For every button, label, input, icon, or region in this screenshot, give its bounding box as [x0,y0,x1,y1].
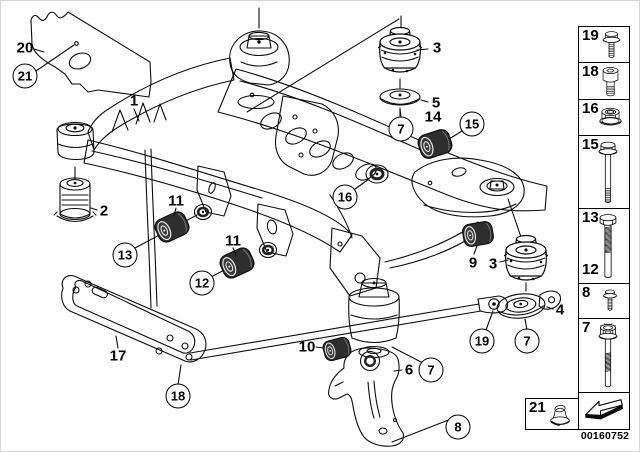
left-mount-housing [56,121,95,161]
fully-threaded-bolt-icon [599,214,617,279]
hex-flange-bolt-icon [602,31,621,59]
installed-bushing-ring [193,203,213,221]
part-box-19[interactable]: 19 [578,26,630,63]
callout-3[interactable]: 3 [488,255,498,273]
part-box-21[interactable]: 21 [525,398,580,430]
axle-carrier-frame [56,30,548,309]
part-box-18[interactable]: 18 [578,62,630,100]
mount-bore [479,177,515,197]
bushing-bracket [196,165,232,217]
circled-callout-8[interactable]: 8 [445,414,471,440]
circled-callout-15[interactable]: 15 [459,111,485,137]
callout-10[interactable]: 10 [298,338,316,356]
part-box-15[interactable]: 15 [578,135,630,209]
part-box-16[interactable]: 16 [578,99,630,136]
callout-4[interactable]: 4 [555,301,565,319]
leader-lines [33,44,554,443]
part-number: 13 [582,209,599,226]
part-number: 19 [582,27,599,44]
installed-bushing-ring [258,241,278,259]
socket-head-screw-icon [602,67,619,97]
callout-6[interactable]: 6 [404,361,414,379]
bracket-6 [328,347,404,447]
rubber-mount-2 [53,177,97,223]
part-number: 15 [582,136,599,153]
callout-14[interactable]: 14 [424,108,442,126]
callout-17[interactable]: 17 [109,347,127,365]
diagram-number: 00160752 [580,430,630,442]
circled-callout-16[interactable]: 16 [332,184,358,210]
part-number: 16 [582,100,599,117]
plastic-cap-icon [549,405,570,426]
flange-nut-icon [599,107,622,126]
direction-arrow-box [578,392,630,430]
washer-5 [379,88,421,106]
callout-11[interactable]: 11 [225,232,241,250]
vibration-damper [329,194,400,359]
circled-callout-13[interactable]: 13 [112,242,138,268]
circled-callout-19[interactable]: 19 [469,328,495,354]
part-number: 18 [582,63,599,80]
callout-9[interactable]: 9 [468,254,478,272]
stiffening-plate-17 [61,275,207,363]
circled-callout-7[interactable]: 7 [388,116,414,142]
part-number: 21 [529,399,546,416]
callout-1[interactable]: 1 [129,92,139,110]
direction-arrow-icon [585,399,623,420]
part-number: 8 [582,284,591,301]
callout-2[interactable]: 2 [99,202,109,220]
callout-3[interactable]: 3 [432,39,442,57]
circled-callout-21[interactable]: 21 [12,63,38,89]
bracket-plate-4 [496,290,562,319]
heat-shield-plate [30,11,152,98]
circled-callout-7[interactable]: 7 [418,357,444,383]
callout-20[interactable]: 20 [16,39,34,57]
circled-callout-7[interactable]: 7 [514,328,540,354]
twelve-point-bolt-icon [598,323,618,388]
part-box-7[interactable]: 7 [578,318,630,393]
callout-5[interactable]: 5 [431,94,441,112]
part-box-13-12[interactable]: 13 12 [578,208,630,284]
small-flange-bolt-icon [603,289,617,311]
bushing-bracket [256,203,294,257]
circled-callout-18[interactable]: 18 [165,383,191,409]
callout-11[interactable]: 11 [168,192,184,210]
part-box-8[interactable]: 8 [578,283,630,319]
diff-bushing-16 [365,164,389,184]
installed-rubber-mount [229,30,290,86]
push-rod [189,295,509,361]
part-number: 7 [582,319,591,336]
circled-callout-12[interactable]: 12 [189,270,215,296]
long-hex-bolt-icon [598,141,618,204]
part-number: 12 [582,260,599,278]
